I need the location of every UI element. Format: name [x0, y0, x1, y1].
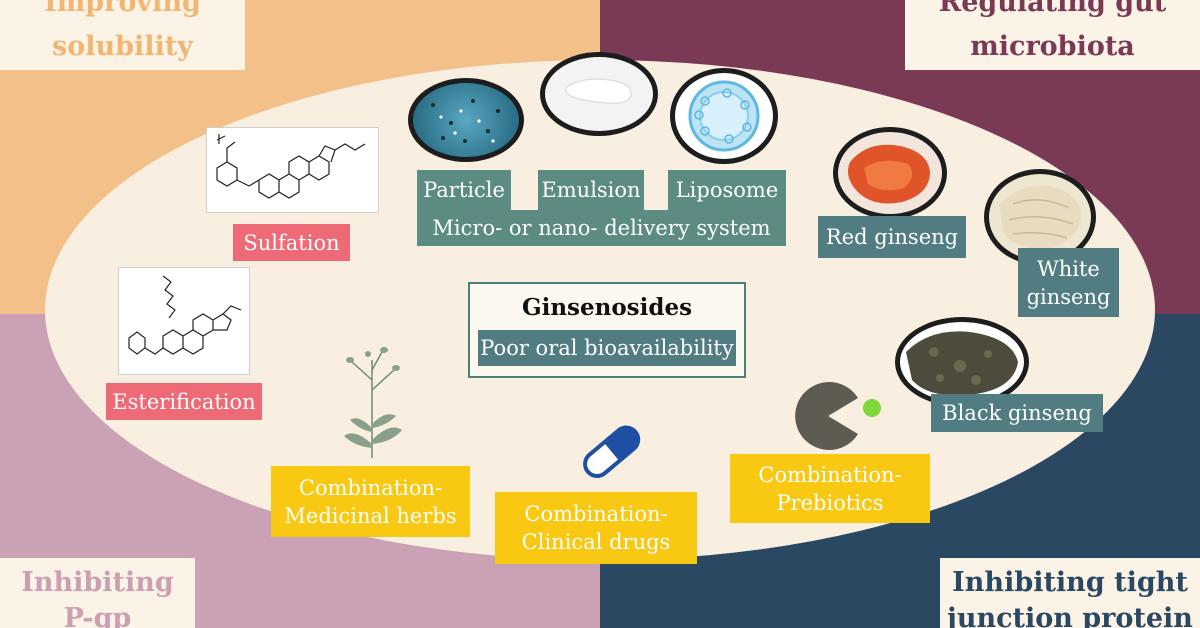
- medicinal-herb-icon: [330, 340, 414, 460]
- title-improving-solubility: Improving solubility: [0, 0, 245, 70]
- emulsion-label: Emulsion: [538, 170, 644, 210]
- liposome-image: [670, 68, 778, 164]
- black-ginseng-image: [895, 317, 1029, 407]
- esterification-label: Esterification: [106, 383, 262, 420]
- emulsion-image: [540, 52, 658, 136]
- white-ginseng-label: White ginseng: [1018, 248, 1119, 317]
- ginsenosides-box: Ginsenosides Poor oral bioavailability: [468, 282, 746, 378]
- delivery-system-label: Micro- or nano- delivery system: [417, 210, 786, 246]
- combination-prebiotics-label: Combination- Prebiotics: [730, 454, 930, 523]
- red-ginseng-image: [833, 127, 947, 219]
- liposome-label: Liposome: [668, 170, 786, 210]
- particle-label: Particle: [417, 170, 511, 210]
- title-inhibiting-tight-junction: Inhibiting tight junction protein: [940, 558, 1200, 628]
- poor-bioavailability-label: Poor oral bioavailability: [478, 330, 736, 366]
- sulfation-structure-image: [206, 127, 379, 213]
- title-regulating-gut-microbiota: Regulating gut microbiota: [905, 0, 1200, 70]
- sulfation-label: Sulfation: [233, 224, 350, 261]
- black-ginseng-label: Black ginseng: [931, 394, 1103, 432]
- red-ginseng-label: Red ginseng: [818, 216, 966, 258]
- combination-drugs-label: Combination- Clinical drugs: [495, 492, 697, 564]
- ginsenosides-title: Ginsenosides: [521, 294, 693, 321]
- particle-image: [408, 78, 524, 162]
- prebiotics-icon: [788, 376, 888, 456]
- capsule-icon: [574, 418, 648, 484]
- combination-herbs-label: Combination- Medicinal herbs: [271, 466, 470, 537]
- esterification-structure-image: [118, 267, 250, 375]
- title-inhibiting-pgp: Inhibiting P-gp: [0, 558, 195, 628]
